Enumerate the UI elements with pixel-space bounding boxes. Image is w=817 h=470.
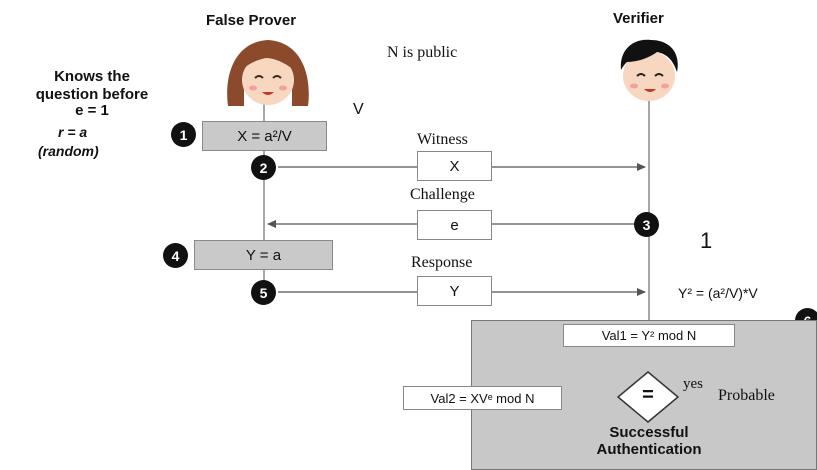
random-note: (random) — [38, 143, 99, 159]
challenge-value-box: e — [417, 210, 492, 240]
equals-sign: = — [642, 384, 654, 406]
v-label: V — [353, 101, 364, 118]
verifier-avatar-icon — [620, 39, 678, 101]
val1-box: Val1 = Y² mod N — [563, 324, 735, 347]
compare-diamond — [617, 371, 679, 423]
success-line-2: Authentication — [596, 441, 702, 458]
response-value-box: Y — [417, 276, 492, 306]
verifier-title: Verifier — [613, 10, 664, 27]
r-note: r = a — [58, 124, 88, 140]
step-1-badge: 1 — [171, 122, 196, 147]
knows-line-1: Knows the — [54, 68, 130, 85]
prover-title: False Prover — [206, 12, 297, 29]
y-computation-box: Y = a — [194, 240, 333, 270]
verifier-equation: Y² = (a²/V)*V — [678, 285, 758, 301]
knows-line-3: e = 1 — [75, 102, 109, 119]
success-line-1: Successful — [609, 424, 689, 441]
response-label: Response — [411, 254, 473, 271]
witness-value-box: X — [417, 151, 492, 181]
step-2-badge: 2 — [251, 155, 276, 180]
knows-line-2: question before — [35, 86, 149, 103]
public-note: N is public — [387, 44, 458, 61]
success-label: Successful Authentication — [574, 424, 724, 458]
one-label: 1 — [700, 228, 713, 253]
challenge-label: Challenge — [410, 186, 475, 203]
knows-note: Knows the question before e = 1 — [34, 68, 150, 120]
yes-label: yes — [683, 376, 703, 392]
step-4-badge: 4 — [163, 243, 188, 268]
witness-label: Witness — [417, 131, 468, 148]
result-label: Probable — [718, 387, 775, 404]
step-3-badge: 3 — [634, 212, 659, 237]
prover-avatar-icon — [227, 40, 309, 106]
val2-box: Val2 = XVᵉ mod N — [403, 386, 562, 410]
step-5-badge: 5 — [251, 280, 276, 305]
x-computation-box: X = a²/V — [202, 121, 327, 151]
